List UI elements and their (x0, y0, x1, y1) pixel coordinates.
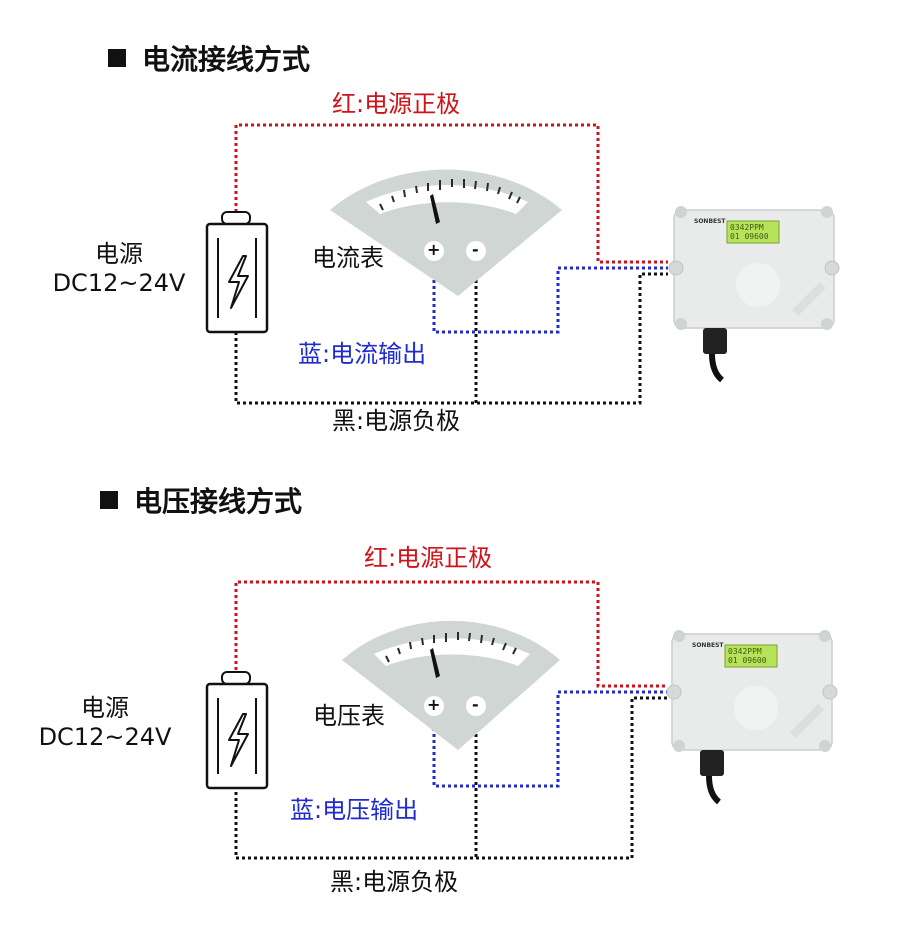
black-wire (234, 696, 668, 860)
black-wire (234, 272, 668, 405)
minus-terminal: - (472, 240, 479, 259)
square-bullet-icon (100, 491, 118, 509)
sensor-device-icon (668, 206, 840, 383)
section-title-text: 电流接线方式 (142, 43, 311, 76)
plus-terminal: + (427, 695, 441, 714)
meter-label: 电压表 (313, 702, 385, 730)
power-label: 电源 DC12~24V (30, 694, 180, 752)
power-label-voltage: DC12~24V (38, 722, 172, 751)
sensor-device-icon (666, 630, 838, 805)
device-display: 0342PPM 01 09600 (730, 223, 769, 241)
device-display-line2: 01 09600 (728, 656, 767, 665)
device-brand: SONBEST (692, 642, 724, 649)
blue-wire (432, 262, 668, 334)
battery-icon (205, 211, 269, 334)
plus-terminal: + (427, 240, 441, 259)
red-wire (234, 123, 668, 264)
current-wiring-diagram (205, 123, 840, 405)
device-display: 0342PPM 01 09600 (728, 647, 767, 665)
device-display-line1: 0342PPM (730, 223, 764, 232)
minus-terminal: - (472, 695, 479, 714)
battery-icon (205, 671, 269, 790)
blue-wire (432, 690, 668, 788)
section-title-text: 电压接线方式 (134, 485, 303, 518)
red-wire-label: 红:电源正极 (332, 90, 461, 118)
black-wire-label: 黑:电源负极 (332, 407, 461, 435)
power-label: 电源 DC12~24V (44, 240, 194, 298)
power-label-voltage: DC12~24V (52, 268, 186, 297)
device-display-line2: 01 09600 (730, 232, 769, 241)
power-label-name: 电源 (81, 694, 129, 722)
power-label-name: 电源 (95, 240, 143, 268)
blue-wire-label: 蓝:电流输出 (298, 340, 427, 368)
voltmeter-icon (342, 620, 560, 750)
section-title: 电流接线方式 (108, 38, 310, 78)
black-wire-label: 黑:电源负极 (330, 868, 459, 896)
device-brand: SONBEST (694, 218, 726, 225)
square-bullet-icon (108, 49, 126, 67)
red-wire-label: 红:电源正极 (364, 544, 493, 572)
blue-wire-label: 蓝:电压输出 (290, 796, 419, 824)
meter-label: 电流表 (312, 244, 384, 272)
red-wire (234, 580, 668, 688)
section-title: 电压接线方式 (100, 480, 302, 520)
ammeter-icon (330, 169, 562, 296)
device-display-line1: 0342PPM (728, 647, 762, 656)
